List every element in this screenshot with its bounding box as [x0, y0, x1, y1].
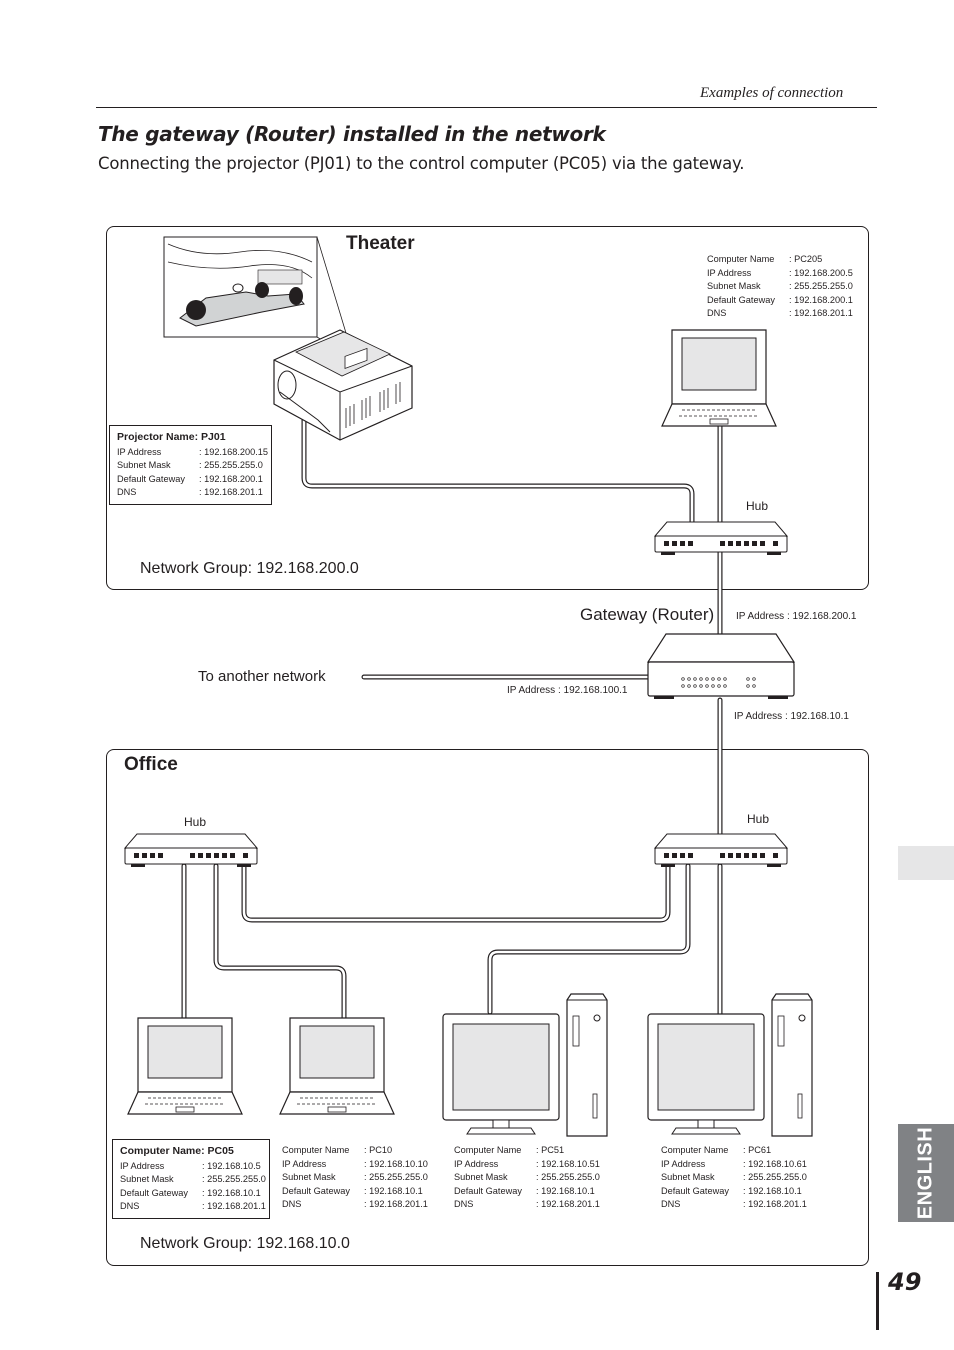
info-value: : 192.168.10.1 — [364, 1185, 423, 1196]
info-key: IP Address — [282, 1158, 327, 1169]
info-key: Subnet Mask — [661, 1172, 715, 1183]
info-key: Default Gateway — [707, 294, 775, 305]
info-key: IP Address — [707, 267, 752, 278]
info-key: Subnet Mask — [454, 1172, 508, 1183]
theater-network-group: Network Group: 192.168.200.0 — [140, 560, 359, 577]
info-key: Default Gateway — [120, 1187, 188, 1198]
desktop-pc61 — [647, 993, 813, 1137]
english-side-tab: ENGLISH — [898, 1124, 954, 1222]
projector-info-box: Projector Name: PJ01 IP Address : 192.168… — [109, 425, 272, 505]
office-hub-right-label: Hub — [747, 812, 770, 826]
info-value: : 192.168.200.5 — [789, 267, 853, 278]
laptop-pc205 — [661, 329, 777, 427]
info-value: : 192.168.201.1 — [536, 1199, 600, 1210]
theater-label: Theater — [346, 233, 415, 254]
info-key: DNS — [454, 1199, 474, 1210]
info-value: : 192.168.201.1 — [364, 1199, 428, 1210]
info-value: : 192.168.200.15 — [199, 446, 268, 457]
pc51-info: Computer Name : PC51 IP Address : 192.168.… — [454, 1144, 600, 1212]
info-key: Computer Name — [454, 1145, 522, 1155]
projected-image — [163, 236, 318, 338]
english-tab-label: ENGLISH — [914, 1126, 937, 1220]
laptop-pc05 — [127, 1017, 243, 1115]
info-value: : 192.168.200.1 — [789, 294, 853, 305]
pc05-info-box: Computer Name: PC05 IP Address : 192.168.… — [112, 1139, 270, 1219]
projector-device — [273, 329, 413, 441]
pc205-info: Computer Name : PC205 IP Address : 192.168… — [707, 253, 853, 321]
info-value: : 255.255.255.0 — [199, 460, 263, 471]
theater-hub-label: Hub — [746, 499, 769, 513]
gateway-ip-left: IP Address : 192.168.100.1 — [507, 685, 628, 696]
info-key: Subnet Mask — [120, 1174, 174, 1185]
desktop-pc51 — [442, 993, 608, 1137]
info-value: : 192.168.10.61 — [743, 1158, 807, 1169]
header-rule — [96, 107, 877, 108]
info-value: : PC61 — [743, 1145, 772, 1155]
theater-hub — [654, 521, 788, 556]
info-key: IP Address — [120, 1160, 165, 1171]
info-value: : 192.168.10.51 — [536, 1158, 600, 1169]
info-key: DNS — [120, 1201, 140, 1212]
info-key: IP Address — [661, 1158, 706, 1169]
info-value: : 192.168.200.1 — [199, 473, 263, 484]
info-key: Default Gateway — [454, 1185, 522, 1196]
info-value: : PC10 — [364, 1145, 393, 1155]
office-network-group: Network Group: 192.168.10.0 — [140, 1235, 350, 1252]
info-value: : 192.168.10.1 — [743, 1185, 802, 1196]
office-group-box — [106, 749, 869, 1266]
info-value: : 192.168.201.1 — [202, 1201, 266, 1212]
info-value: : 255.255.255.0 — [536, 1172, 600, 1183]
laptop-pc10 — [279, 1017, 395, 1115]
info-key: DNS — [707, 308, 727, 319]
side-tab-marker — [898, 846, 954, 880]
info-value: : 192.168.10.5 — [202, 1160, 261, 1171]
info-key: IP Address — [117, 446, 162, 457]
page-number-rule — [876, 1272, 879, 1330]
gateway-ip-top: IP Address : 192.168.200.1 — [736, 611, 857, 622]
projector-name: Projector Name: PJ01 — [117, 431, 226, 443]
pc61-info: Computer Name : PC61 IP Address : 192.168.… — [661, 1144, 807, 1212]
gateway-label: Gateway (Router) — [580, 605, 715, 624]
theater-group-box — [106, 226, 869, 590]
info-value: : 192.168.201.1 — [789, 308, 853, 319]
page-number: 49 — [888, 1268, 922, 1296]
pc05-name: Computer Name: PC05 — [120, 1145, 234, 1157]
info-value: : 192.168.10.1 — [536, 1185, 595, 1196]
section-header: Examples of connection — [700, 85, 844, 101]
to-another-network-label: To another network — [198, 668, 326, 685]
info-key: Default Gateway — [282, 1185, 350, 1196]
office-hub-left-label: Hub — [184, 815, 207, 829]
office-hub-left — [124, 833, 258, 868]
info-key: DNS — [117, 487, 137, 498]
info-value: : PC205 — [789, 254, 823, 264]
info-value: : 192.168.10.1 — [202, 1187, 261, 1198]
office-hub-right — [654, 833, 788, 868]
info-value: : 192.168.201.1 — [199, 487, 263, 498]
info-value: : 192.168.10.10 — [364, 1158, 428, 1169]
info-key: Default Gateway — [661, 1185, 729, 1196]
office-label: Office — [124, 754, 178, 775]
info-key: Subnet Mask — [282, 1172, 336, 1183]
gateway-router — [646, 633, 796, 699]
info-key: Computer Name — [661, 1145, 729, 1155]
info-key: IP Address — [454, 1158, 499, 1169]
info-value: : 255.255.255.0 — [789, 281, 853, 292]
pc10-info: Computer Name : PC10 IP Address : 192.168.… — [282, 1144, 428, 1212]
page-subtitle: Connecting the projector (PJ01) to the c… — [98, 154, 745, 173]
gateway-ip-bottom: IP Address : 192.168.10.1 — [734, 711, 849, 722]
page-title: The gateway (Router) installed in the ne… — [98, 122, 606, 146]
info-key: Default Gateway — [117, 473, 185, 484]
info-key: Subnet Mask — [707, 281, 761, 292]
info-key: Computer Name — [282, 1145, 350, 1155]
info-key: DNS — [282, 1199, 302, 1210]
info-key: DNS — [661, 1199, 681, 1210]
info-key: Subnet Mask — [117, 460, 171, 471]
info-value: : PC51 — [536, 1145, 565, 1155]
info-value: : 255.255.255.0 — [743, 1172, 807, 1183]
info-value: : 255.255.255.0 — [202, 1174, 266, 1185]
info-value: : 255.255.255.0 — [364, 1172, 428, 1183]
info-value: : 192.168.201.1 — [743, 1199, 807, 1210]
info-key: Computer Name — [707, 254, 775, 264]
